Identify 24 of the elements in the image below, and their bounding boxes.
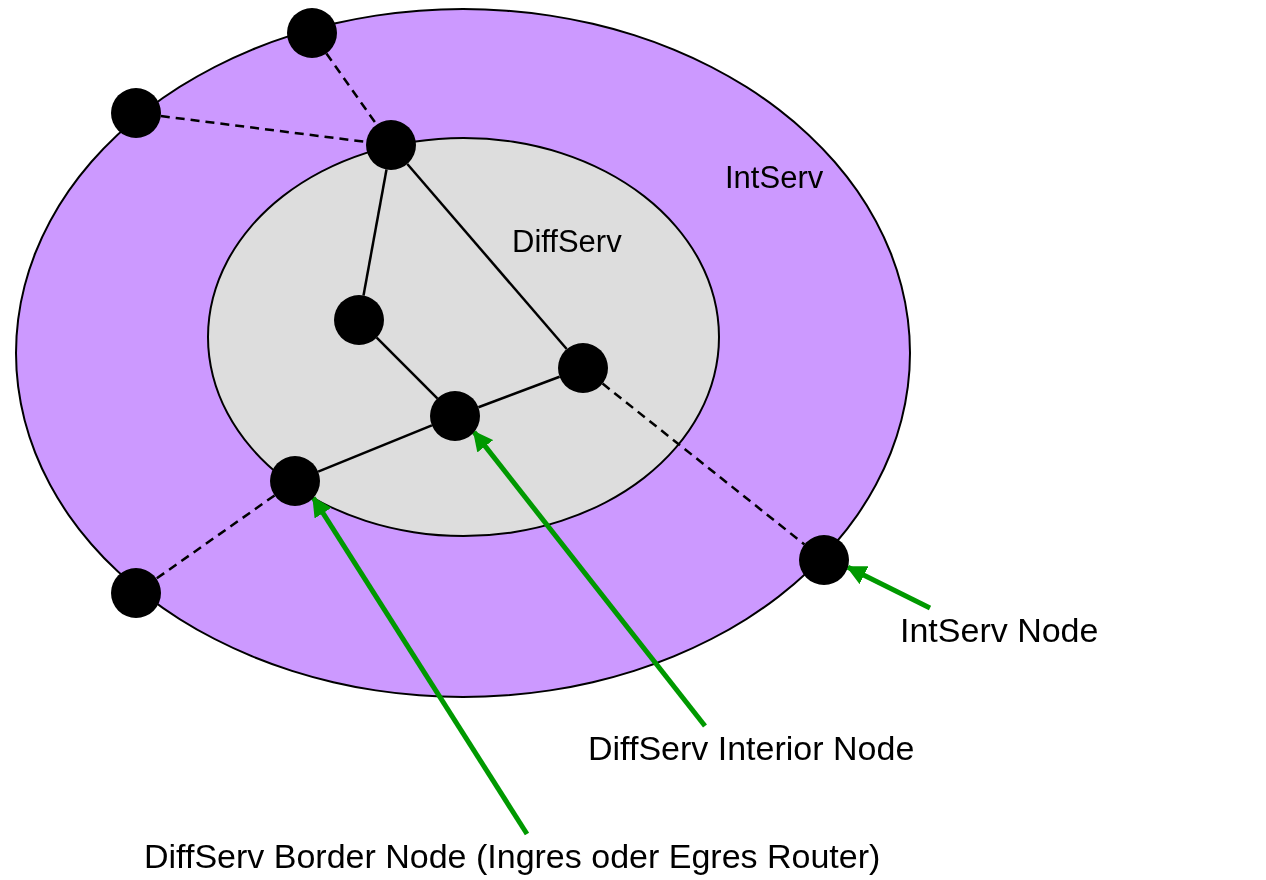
connector-line xyxy=(477,375,561,409)
connector-line xyxy=(406,163,568,350)
region-label: IntServ xyxy=(725,160,824,196)
connector-line xyxy=(317,424,433,473)
node-dot xyxy=(799,535,849,585)
node-dot xyxy=(430,391,480,441)
node-label: IntServ Node xyxy=(900,608,1210,652)
connector-line xyxy=(155,494,276,580)
node-dot xyxy=(287,8,337,58)
arrow xyxy=(311,496,530,836)
node-label: DiffServ Interior Node xyxy=(588,726,1108,770)
connector-line xyxy=(601,382,806,546)
connector-line xyxy=(375,336,439,400)
node-dot xyxy=(366,120,416,170)
region-label: DiffServ xyxy=(512,224,622,260)
node-dot xyxy=(270,456,320,506)
node-dot xyxy=(558,343,608,393)
connector-line xyxy=(362,169,388,296)
node-label: DiffServ Border Node (Ingres oder Egres Router) xyxy=(144,834,1259,878)
arrow xyxy=(846,565,932,611)
arrow xyxy=(472,430,707,728)
node-dot xyxy=(111,88,161,138)
node-dot xyxy=(334,295,384,345)
node-dot xyxy=(111,568,161,618)
